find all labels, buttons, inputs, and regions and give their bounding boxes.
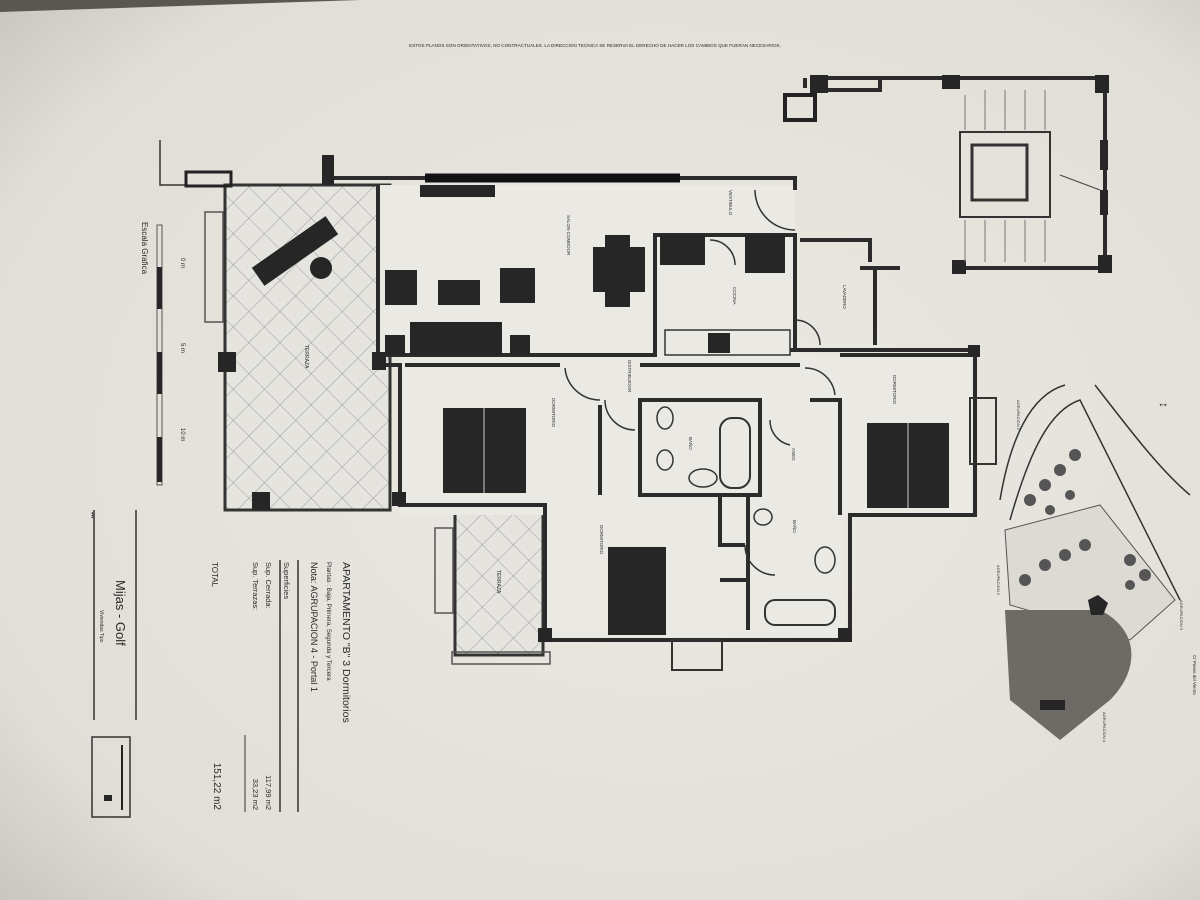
room-label-living: SALON-COMEDOR: [566, 215, 571, 256]
terrace-area-label: Sup. Terrazas:: [251, 562, 260, 610]
scale-label: Escala Grafica: [140, 222, 149, 275]
site-label-1: AGRUPACION 1: [1016, 400, 1021, 431]
company-logo: [91, 736, 131, 818]
stair-core: [783, 75, 1112, 345]
room-labels: SALON-COMEDOR VESTIBULO COCINA LAVADERO …: [551, 190, 897, 555]
room-label-terrace2: TERRAZA: [495, 570, 501, 594]
room-label-hall: DISTRIBUIDOR: [627, 360, 632, 393]
scale-tick-5: 5 m: [179, 343, 185, 353]
closed-area-value: 117,99 m2: [264, 775, 273, 810]
room-label-vestibule: VESTIBULO: [728, 190, 733, 216]
project-subtitle: Viviendas Tipo: [98, 610, 104, 643]
room-label-bedroom3: DORMITORIO: [599, 525, 604, 555]
room-label-bath1: BAÑO: [688, 437, 694, 450]
room-label-bedroom2: DORMITORIO: [892, 375, 897, 405]
room-label-wc: ASEO: [791, 448, 796, 461]
room-label-bath2: BAÑO: [792, 520, 798, 533]
room-label-kitchen: COCINA: [732, 287, 737, 305]
site-label-3: AGRUPACION 3: [1179, 600, 1184, 631]
scale-tick-10: 10 m: [179, 428, 185, 441]
total-area-value: 151,22 m2: [211, 763, 222, 811]
furniture: [385, 235, 949, 635]
room-label-terrace1: TERRAZA: [303, 345, 309, 369]
room-label-laundry: LAVADERO: [842, 285, 847, 309]
site-label-4: AGRUPACION 4: [1102, 712, 1107, 743]
site-street-label: C/ Paseo del Viento: [1192, 655, 1197, 695]
areas-heading: Superficies: [282, 562, 291, 599]
terrace-area-value: 33,23 m2: [251, 779, 260, 810]
room-label-bedroom1: DORMITORIO: [551, 398, 556, 428]
page-edge-shadow: [0, 0, 360, 12]
site-plan: AGRUPACION 1 AGRUPACION 2 AGRUPACION 3 A…: [996, 384, 1197, 743]
north-arrow-icon: ↕: [1157, 402, 1171, 408]
scale-tick-0: 0 m: [179, 258, 185, 268]
graphic-scale: Escala Grafica 0 m 5 m 10 m: [140, 222, 185, 486]
header-note: ESTOS PLANOS SON ORIENTATIVOS, NO CONTRA…: [409, 43, 781, 48]
total-area-label: TOTAL: [210, 562, 219, 588]
apartment-note: Nota: AGRUPACION 4 - Portal 1: [309, 562, 319, 692]
dots: •••: [88, 512, 94, 518]
apartment-floors: Plantas : Baja, Primera, Segunda y Terce…: [325, 562, 332, 681]
title-block: APARTAMENTO "B" 3 Dormitorios Plantas : …: [88, 510, 352, 818]
site-label-2: AGRUPACION 2: [996, 565, 1001, 596]
closed-area-label: Sup. Cerrada:: [264, 562, 273, 609]
project-name: Mijas - Golf: [113, 580, 128, 646]
apartment-title: APARTAMENTO "B" 3 Dormitorios: [340, 562, 352, 723]
